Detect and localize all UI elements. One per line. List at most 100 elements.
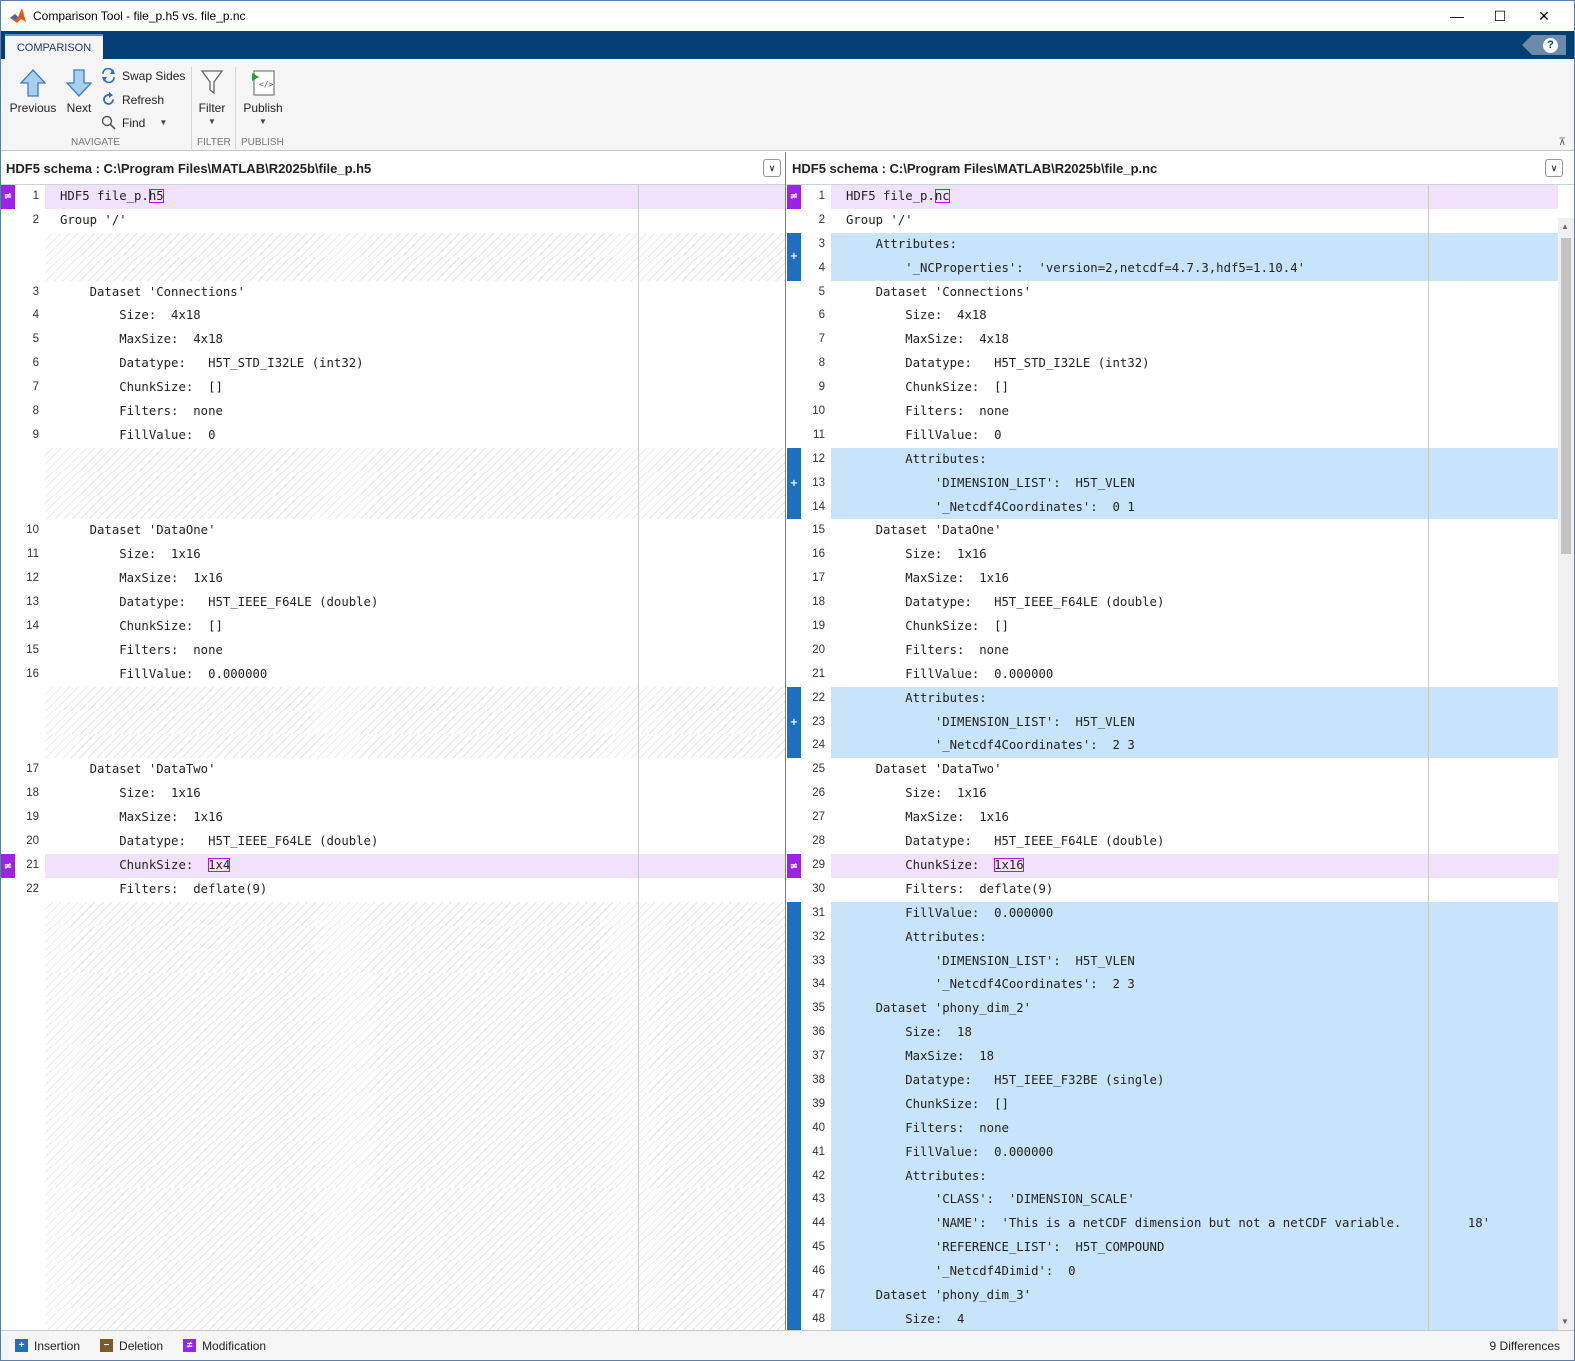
change-marker xyxy=(787,281,801,305)
line-number xyxy=(15,1141,39,1165)
scrollbar-thumb[interactable] xyxy=(1561,238,1571,554)
change-marker xyxy=(787,830,801,854)
left-pane-header: HDF5 schema : C:\Program Files\MATLAB\R2… xyxy=(1,152,785,185)
right-pane: HDF5 schema : C:\Program Files\MATLAB\R2… xyxy=(787,152,1574,1330)
line-number: 11 xyxy=(15,543,39,567)
change-marker[interactable] xyxy=(787,1308,801,1330)
line-number: 31 xyxy=(801,902,825,926)
change-marker[interactable] xyxy=(787,687,801,711)
next-button[interactable]: Next xyxy=(61,69,97,115)
change-marker xyxy=(1,1021,15,1045)
right-margin-line xyxy=(1428,185,1429,1330)
line-text: MaxSize: 18 xyxy=(831,1045,1558,1069)
line-number xyxy=(15,448,39,472)
code-line: 35 Dataset 'phony_dim_2' xyxy=(787,997,1558,1021)
change-marker[interactable] xyxy=(787,496,801,520)
change-marker[interactable] xyxy=(787,1117,801,1141)
change-marker[interactable] xyxy=(787,1165,801,1189)
line-number: 41 xyxy=(801,1141,825,1165)
code-line: 20 Datatype: H5T_IEEE_F64LE (double) xyxy=(1,830,785,854)
change-marker xyxy=(1,496,15,520)
code-line: 30 Filters: deflate(9) xyxy=(787,878,1558,902)
change-marker[interactable] xyxy=(787,926,801,950)
line-number: 12 xyxy=(15,567,39,591)
code-line: 31 FillValue: 0.000000 xyxy=(787,902,1558,926)
line-text: Size: 1x16 xyxy=(831,543,1558,567)
change-marker[interactable] xyxy=(787,950,801,974)
right-diff-view[interactable]: 1HDF5 file_p.nc2Group '/'3 Attributes:4 … xyxy=(787,185,1574,1330)
right-pane-menu-button[interactable]: ∨ xyxy=(1545,159,1563,177)
line-text: HDF5 file_p.nc xyxy=(831,185,1558,209)
left-diff-view[interactable]: 1HDF5 file_p.h52Group '/'3 Dataset 'Conn… xyxy=(1,185,785,1330)
line-number xyxy=(15,734,39,758)
line-number: 9 xyxy=(801,376,825,400)
publish-icon: </> xyxy=(250,69,276,97)
line-number xyxy=(15,902,39,926)
line-number xyxy=(15,950,39,974)
maximize-button[interactable]: ☐ xyxy=(1477,1,1523,31)
change-marker[interactable] xyxy=(787,902,801,926)
change-marker xyxy=(1,711,15,735)
change-marker xyxy=(1,328,15,352)
filter-button[interactable]: Filter ▼ xyxy=(195,69,229,126)
line-number xyxy=(15,1045,39,1069)
line-text: Size: 18 xyxy=(831,1021,1558,1045)
change-marker xyxy=(1,830,15,854)
code-line: 12 Attributes: xyxy=(787,448,1558,472)
change-marker[interactable] xyxy=(787,1260,801,1284)
placeholder-row xyxy=(1,687,785,711)
change-marker xyxy=(1,878,15,902)
change-marker[interactable] xyxy=(787,997,801,1021)
change-marker[interactable] xyxy=(787,1212,801,1236)
vertical-scrollbar[interactable]: ▲ ▼ xyxy=(1558,218,1574,1330)
change-marker xyxy=(1,973,15,997)
change-marker[interactable] xyxy=(787,973,801,997)
change-marker[interactable] xyxy=(787,1069,801,1093)
swap-sides-button[interactable]: Swap Sides xyxy=(101,68,185,83)
tab-comparison[interactable]: COMPARISON xyxy=(5,34,103,59)
line-number: 10 xyxy=(15,519,39,543)
code-line: 26 Size: 1x16 xyxy=(787,782,1558,806)
difference-count: 9 Differences xyxy=(1490,1339,1560,1353)
code-line: 25 Dataset 'DataTwo' xyxy=(787,758,1558,782)
code-line: 45 'REFERENCE_LIST': H5T_COMPOUND xyxy=(787,1236,1558,1260)
change-marker[interactable] xyxy=(787,1141,801,1165)
line-text xyxy=(45,950,785,974)
refresh-button[interactable]: Refresh xyxy=(101,92,164,107)
line-number: 29 xyxy=(801,854,825,878)
collapse-toolstrip-icon[interactable]: ⊼ xyxy=(1559,137,1566,148)
change-marker[interactable] xyxy=(787,1236,801,1260)
scroll-down-icon[interactable]: ▼ xyxy=(1561,1317,1569,1326)
code-line: 41 FillValue: 0.000000 xyxy=(787,1141,1558,1165)
publish-button[interactable]: </> Publish ▼ xyxy=(239,69,287,126)
line-number: 40 xyxy=(801,1117,825,1141)
change-marker xyxy=(787,328,801,352)
change-marker[interactable] xyxy=(787,1284,801,1308)
code-line: 23 'DIMENSION_LIST': H5T_VLEN xyxy=(787,711,1558,735)
insertion-marker-icon: + xyxy=(787,245,801,269)
previous-button[interactable]: Previous xyxy=(9,69,57,115)
change-marker[interactable] xyxy=(787,1045,801,1069)
change-marker[interactable] xyxy=(787,1021,801,1045)
find-button[interactable]: Find ▼ xyxy=(101,115,167,130)
line-number: 20 xyxy=(801,639,825,663)
change-marker[interactable] xyxy=(787,734,801,758)
line-number: 32 xyxy=(801,926,825,950)
close-button[interactable]: ✕ xyxy=(1521,1,1567,31)
line-number: 45 xyxy=(801,1236,825,1260)
change-marker xyxy=(1,304,15,328)
change-marker[interactable] xyxy=(787,448,801,472)
left-pane-menu-button[interactable]: ∨ xyxy=(763,159,781,177)
change-marker xyxy=(1,543,15,567)
help-button[interactable]: ? xyxy=(1522,35,1566,55)
change-marker[interactable] xyxy=(787,1093,801,1117)
insertion-marker-icon: + xyxy=(787,472,801,496)
line-number xyxy=(15,496,39,520)
minimize-button[interactable]: — xyxy=(1434,1,1480,31)
line-number: 3 xyxy=(15,281,39,305)
change-marker[interactable] xyxy=(787,1188,801,1212)
line-number: 1 xyxy=(15,185,39,209)
scroll-up-icon[interactable]: ▲ xyxy=(1561,222,1569,231)
line-text xyxy=(45,1284,785,1308)
